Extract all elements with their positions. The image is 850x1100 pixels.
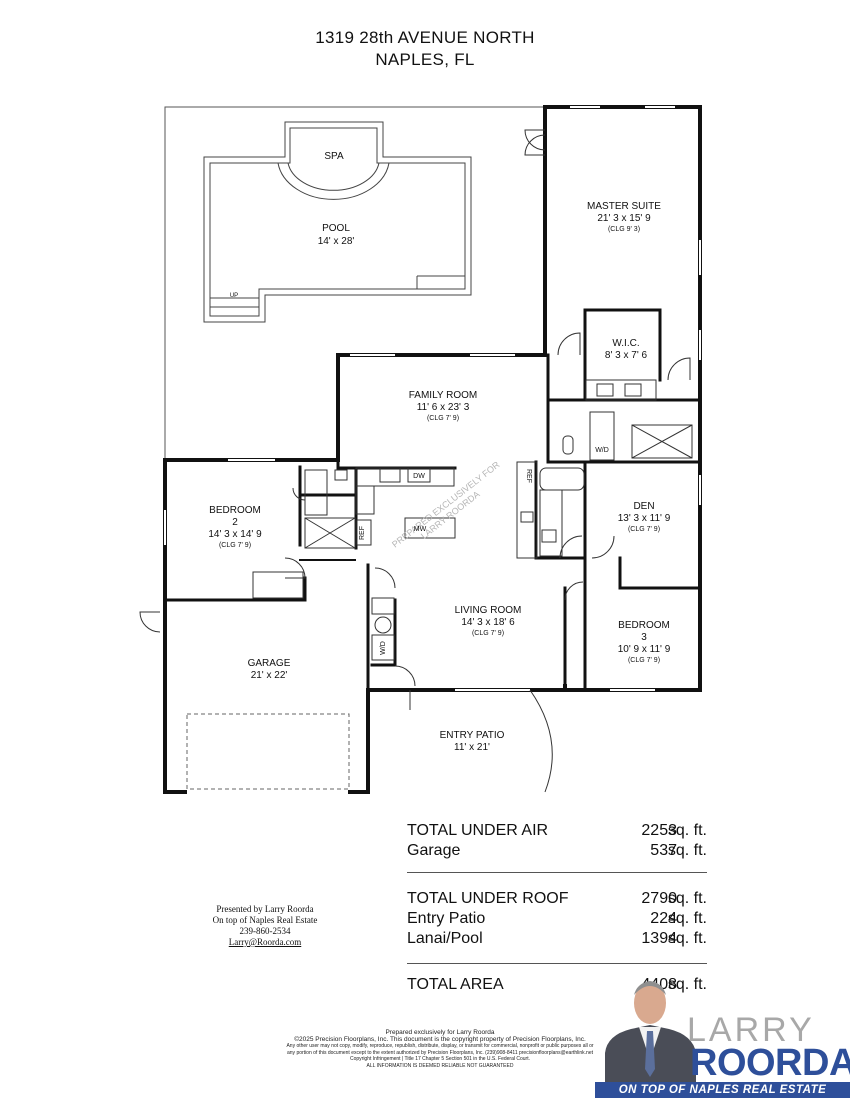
- family-room-label: FAMILY ROOM: [409, 390, 478, 401]
- legal-line: any portion of this document except to t…: [287, 1049, 593, 1056]
- presenter-company: On top of Naples Real Estate: [212, 915, 318, 925]
- prepared-for: Prepared exclusively for Larry Roorda: [385, 1029, 495, 1036]
- legal-line: Copyright Infringement | Title 17 Chapte…: [349, 1056, 530, 1062]
- area-row-under-air: TOTAL UNDER AIR 2253 sq. ft.: [407, 822, 707, 839]
- master-suite-ceiling: (CLG 9' 3): [608, 226, 640, 233]
- presenter-name: Presented by Larry Roorda: [216, 904, 314, 914]
- living-room-label: LIVING ROOM: [455, 605, 522, 616]
- brand-tagline: ON TOP OF NAPLES REAL ESTATE: [595, 1082, 850, 1098]
- agent-photo: [605, 981, 696, 1083]
- divider: [407, 963, 707, 964]
- living-room-ceiling: (CLG 7' 9): [472, 630, 504, 637]
- dishwasher-label: DW: [413, 473, 425, 480]
- entry-patio-label: ENTRY PATIO: [440, 730, 505, 741]
- divider: [407, 872, 707, 873]
- floor-plan: PREPARED EXCLUSIVELY FOR LARRY ROORDA SP…: [139, 105, 702, 794]
- refrigerator-label-2: REF: [525, 469, 532, 483]
- living-room-dims: 14' 3 x 18' 6: [461, 617, 515, 628]
- legal-line: ALL INFORMATION IS DEEMED RELIABLE NOT G…: [366, 1062, 514, 1069]
- bedroom3-dims: 10' 9 x 11' 9: [618, 644, 671, 655]
- area-row-garage: Garage 537 sq. ft.: [407, 842, 707, 859]
- legal-footer: Prepared exclusively for Larry Roorda ©2…: [255, 1029, 625, 1069]
- doors: [139, 129, 691, 793]
- pool-label: POOL: [322, 223, 350, 234]
- copyright-notice: ©2025 Precision Floorplans, Inc. This do…: [294, 1035, 586, 1043]
- bedroom2-number: 2: [232, 517, 238, 528]
- washer-dryer-label: W/D: [595, 447, 609, 454]
- brand-first-name: LARRY: [687, 1011, 815, 1049]
- windows: [164, 106, 701, 691]
- lanai-outline: [164, 106, 545, 460]
- bedroom3-label: BEDROOM: [618, 620, 670, 631]
- den-ceiling: (CLG 7' 9): [628, 526, 660, 533]
- bedroom2-ceiling: (CLG 7' 9): [219, 542, 251, 549]
- family-room-ceiling: (CLG 7' 9): [427, 415, 459, 422]
- microwave-label: MW: [414, 526, 427, 533]
- presenter-phone: 239-860-2534: [239, 926, 291, 936]
- garage-dims: 21' x 22': [251, 670, 288, 681]
- entry-patio-dims: 11' x 21': [454, 742, 490, 753]
- pool-shape: [203, 121, 472, 323]
- svg-text:PREPARED EXCLUSIVELY FOR: PREPARED EXCLUSIVELY FOR: [390, 459, 502, 549]
- area-row-lanai-pool: Lanai/Pool 1394 sq. ft.: [407, 930, 707, 947]
- wic-label: W.I.C.: [612, 338, 639, 349]
- walls: [163, 105, 702, 794]
- refrigerator-label: REF: [359, 526, 366, 540]
- master-suite-label: MASTER SUITE: [587, 201, 661, 212]
- pool-dims: 14' x 28': [318, 236, 355, 247]
- realtor-logo: LARRY ROORDA ON TOP OF NAPLES REAL ESTAT…: [595, 965, 850, 1100]
- master-suite-dims: 21' 3 x 15' 9: [597, 213, 651, 224]
- presenter-info: Presented by Larry Roorda On top of Napl…: [190, 904, 340, 948]
- den-dims: 13' 3 x 11' 9: [618, 513, 671, 524]
- family-room-dims: 11' 6 x 23' 3: [417, 402, 470, 413]
- pool-steps-label: UP: [230, 293, 238, 299]
- bedroom3-number: 3: [641, 632, 647, 643]
- bedroom3-ceiling: (CLG 7' 9): [628, 657, 660, 664]
- washer-dryer-label-2: W/D: [380, 641, 387, 655]
- legal-line: Any other user may not copy, modify, rep…: [286, 1043, 594, 1049]
- garage-door: [186, 713, 350, 790]
- den-label: DEN: [633, 501, 654, 512]
- address-title: 1319 28th AVENUE NORTH: [315, 28, 535, 47]
- spa-label: SPA: [324, 151, 344, 162]
- wic-dims: 8' 3 x 7' 6: [605, 350, 648, 361]
- city-title: NAPLES, FL: [375, 50, 475, 69]
- garage-label: GARAGE: [248, 658, 291, 669]
- bedroom2-label: BEDROOM: [209, 505, 261, 516]
- fixtures: [252, 379, 693, 661]
- area-row-entry-patio: Entry Patio 224 sq. ft.: [407, 910, 707, 927]
- bedroom2-dims: 14' 3 x 14' 9: [208, 529, 262, 540]
- area-row-under-roof: TOTAL UNDER ROOF 2790 sq. ft.: [407, 890, 707, 907]
- brand-last-name: ROORDA: [690, 1042, 850, 1084]
- presenter-email[interactable]: Larry@Roorda.com: [228, 937, 302, 947]
